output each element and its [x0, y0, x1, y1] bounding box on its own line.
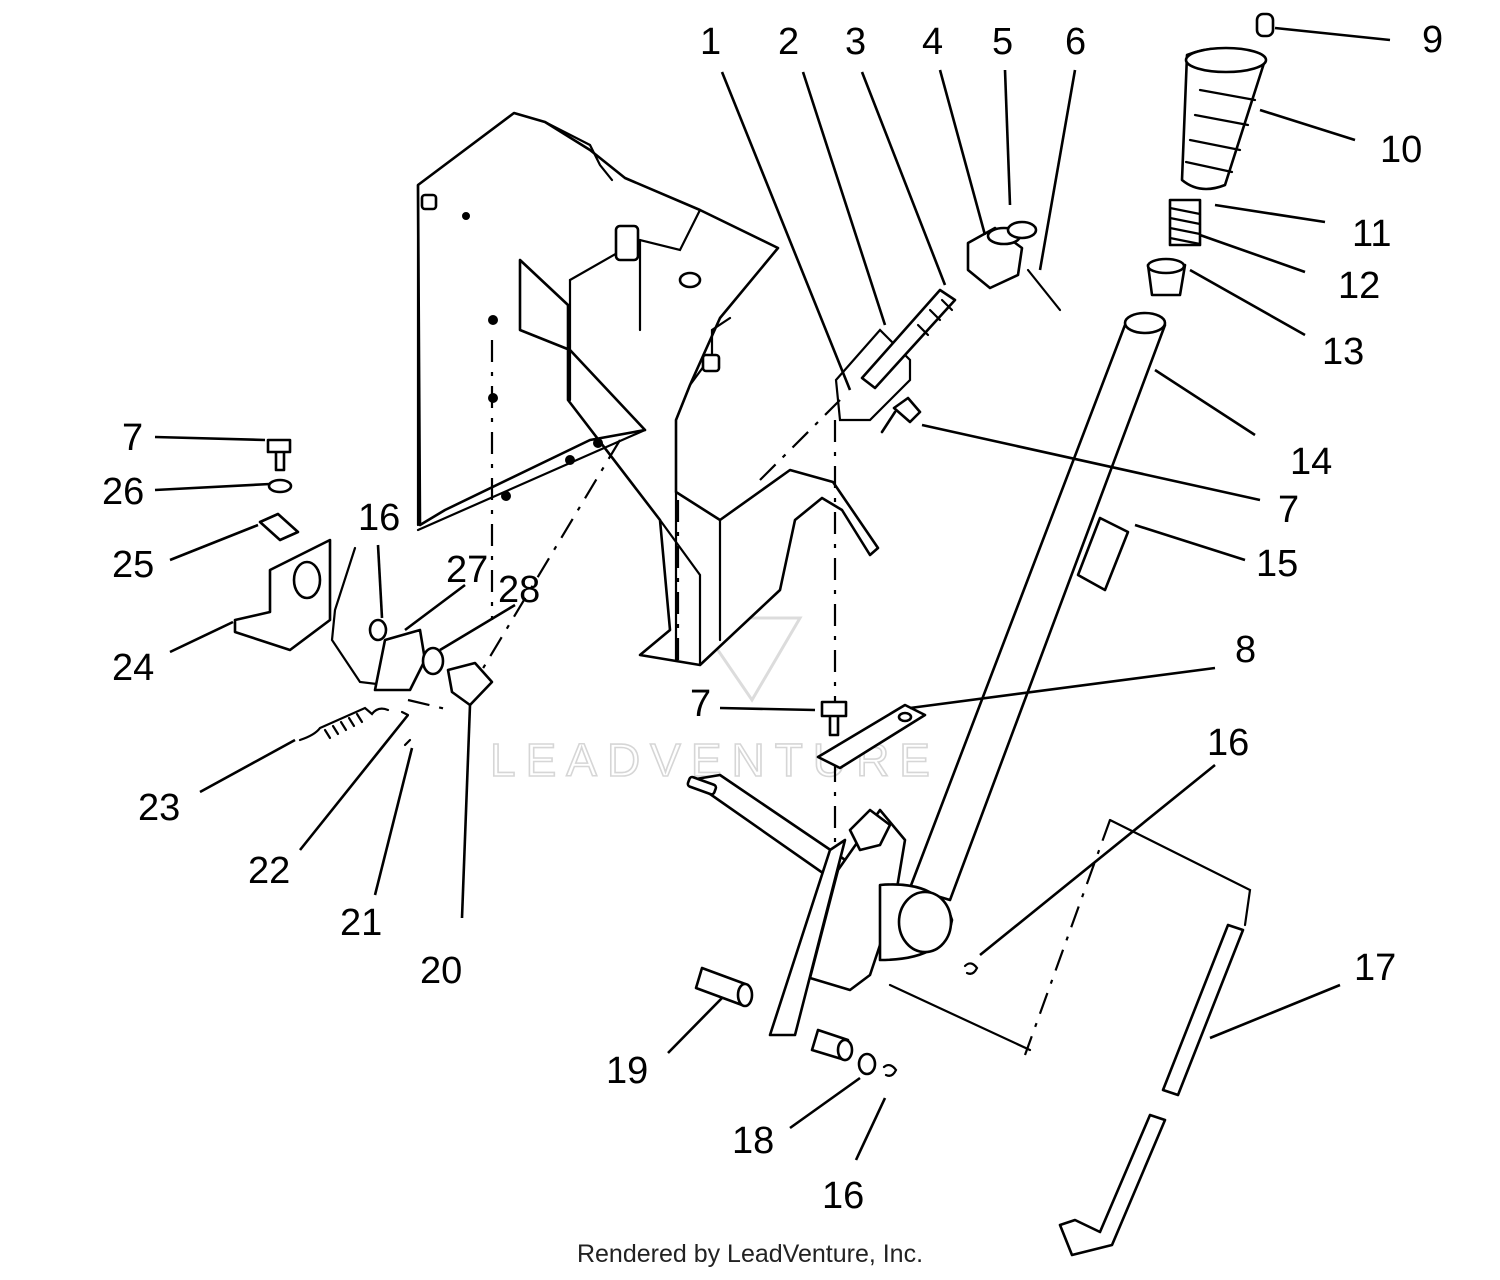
alignment-lines [407, 340, 1112, 1056]
callout-7-left: 7 [122, 417, 143, 459]
callout-13: 13 [1322, 331, 1364, 373]
shift-rod [908, 12, 1275, 902]
footer-credit: Rendered by LeadVenture, Inc. [576, 1240, 924, 1268]
callout-1: 1 [700, 21, 721, 63]
bolts [266, 396, 922, 737]
callout-6: 6 [1065, 21, 1086, 63]
knob-bolt [860, 220, 1062, 390]
callout-25: 25 [112, 544, 154, 586]
callout-8: 8 [1235, 629, 1256, 671]
callout-18: 18 [732, 1120, 774, 1162]
callout-9: 9 [1422, 19, 1443, 61]
callout-7-right: 7 [1278, 489, 1299, 531]
left-parts [233, 512, 494, 747]
callout-11: 11 [1352, 213, 1391, 255]
callout-16-left: 16 [358, 497, 400, 539]
callout-10: 10 [1380, 129, 1422, 171]
plate [816, 703, 927, 770]
callout-2: 2 [778, 21, 799, 63]
callout-14: 14 [1290, 441, 1332, 483]
callout-15: 15 [1256, 543, 1298, 585]
callout-17: 17 [1354, 947, 1396, 989]
callout-4: 4 [922, 21, 943, 63]
callout-16-right: 16 [1207, 722, 1249, 764]
frame-bracket [416, 111, 912, 667]
callout-19: 19 [606, 1050, 648, 1092]
callout-16-bottom: 16 [822, 1175, 864, 1217]
leader-lines [154, 26, 1391, 1161]
callout-27: 27 [446, 549, 488, 591]
callout-3: 3 [845, 21, 866, 63]
callout-labels: 1 2 3 4 5 6 9 10 11 12 13 14 7 15 8 7 16… [102, 19, 1443, 1217]
callout-21: 21 [340, 902, 382, 944]
callout-20: 20 [420, 950, 462, 992]
callout-5: 5 [992, 21, 1013, 63]
callout-23: 23 [138, 787, 180, 829]
callout-22: 22 [248, 850, 290, 892]
callout-28: 28 [498, 569, 540, 611]
callout-24: 24 [112, 647, 154, 689]
pivot-assembly [686, 773, 979, 1077]
callout-7-center: 7 [690, 683, 711, 725]
callout-26: 26 [102, 471, 144, 513]
callout-12: 12 [1338, 265, 1380, 307]
link-rod [888, 818, 1252, 1257]
